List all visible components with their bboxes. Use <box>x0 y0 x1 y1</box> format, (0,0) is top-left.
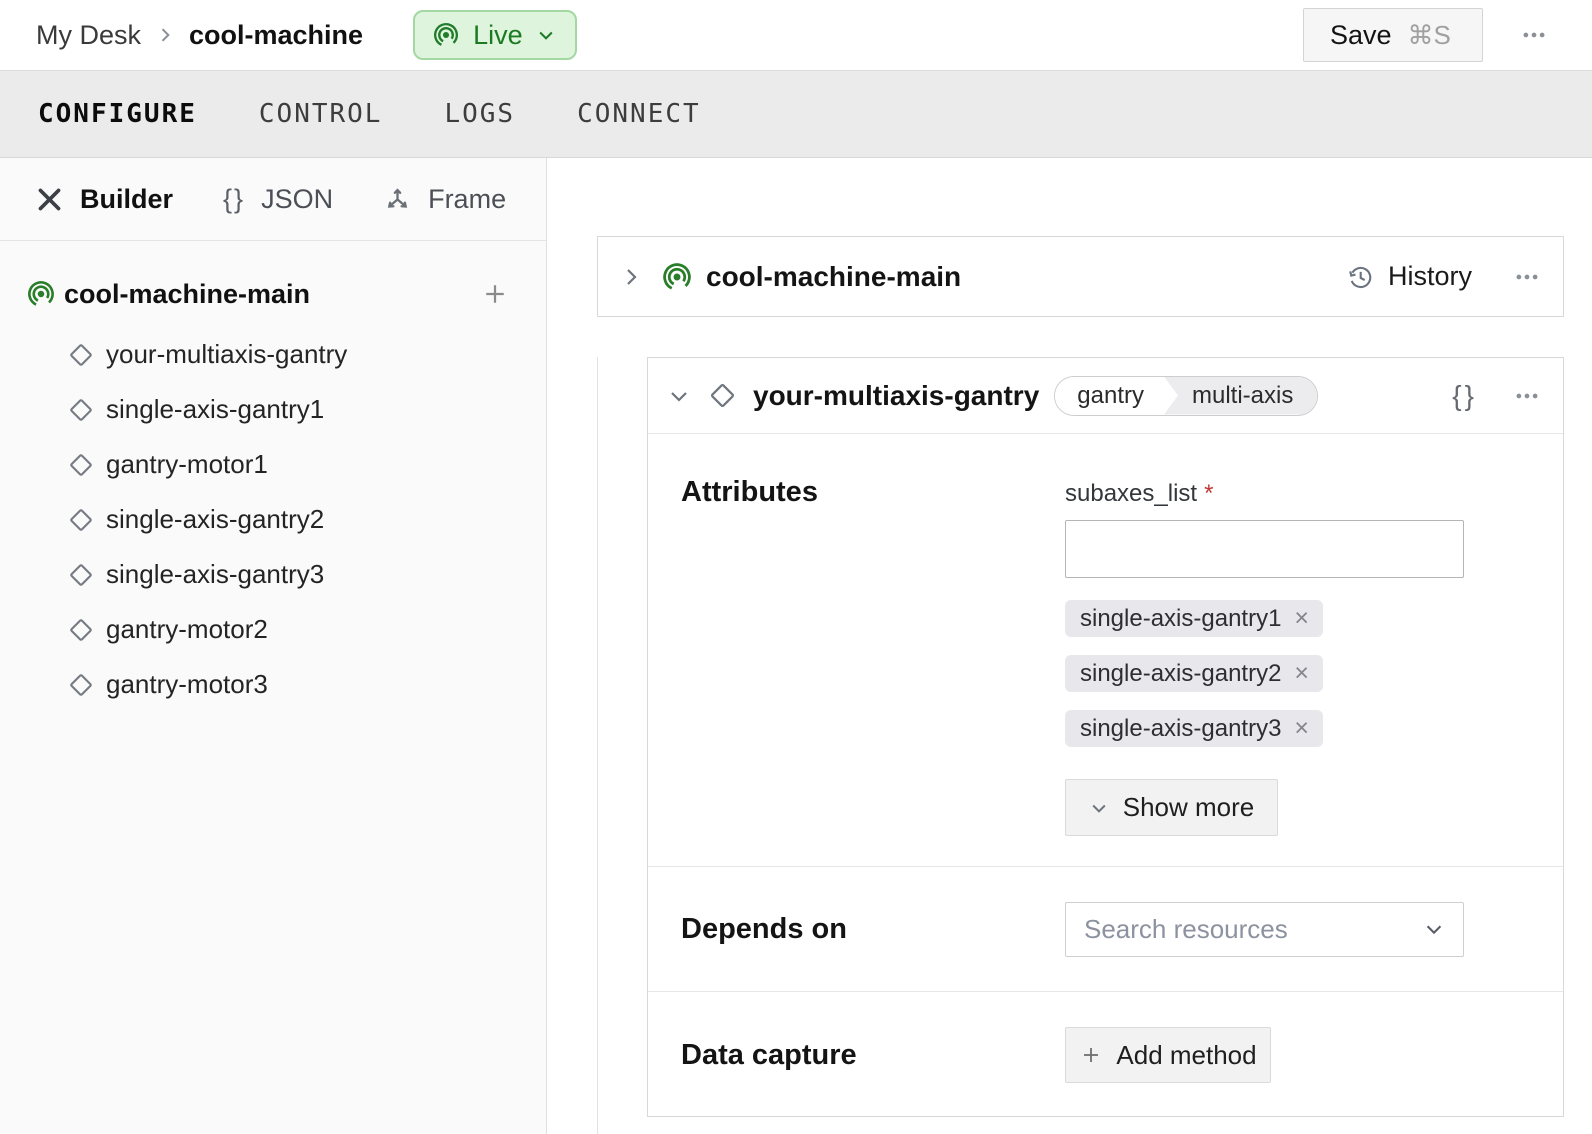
view-frame[interactable]: Frame <box>383 184 506 215</box>
chevron-right-icon[interactable] <box>619 265 643 289</box>
chip-single-axis-gantry1: single-axis-gantry1 × <box>1065 600 1324 637</box>
tree-items: your-multiaxis-gantry single-axis-gantry… <box>0 327 546 712</box>
braces-icon: {} <box>223 183 246 214</box>
part-group-rail <box>597 357 598 1134</box>
machine-part-icon <box>26 279 56 309</box>
breadcrumb: My Desk cool-machine <box>36 20 363 51</box>
component-card-header: your-multiaxis-gantry gantry multi-axis … <box>648 358 1563 434</box>
tools-icon <box>35 185 64 214</box>
tree-item-single-axis-gantry2[interactable]: single-axis-gantry2 <box>0 492 546 547</box>
tab-connect[interactable]: CONNECT <box>577 99 701 129</box>
component-diamond-icon <box>707 380 738 411</box>
data-capture-section: Data capture Add method <box>648 991 1563 1118</box>
component-diamond-icon <box>66 670 96 700</box>
plus-icon <box>1079 1043 1103 1067</box>
chip-single-axis-gantry3: single-axis-gantry3 × <box>1065 710 1324 747</box>
chip-single-axis-gantry2: single-axis-gantry2 × <box>1065 655 1324 692</box>
attributes-section: Attributes subaxes_list* single-axis-gan… <box>648 434 1563 866</box>
tree-item-gantry-motor1[interactable]: gantry-motor1 <box>0 437 546 492</box>
component-title: your-multiaxis-gantry <box>753 379 1040 411</box>
tree-root-row[interactable]: cool-machine-main <box>0 275 546 313</box>
machine-part-icon <box>661 261 693 293</box>
part-card: cool-machine-main History <box>597 236 1564 317</box>
view-builder[interactable]: Builder <box>35 184 173 215</box>
component-diamond-icon <box>66 505 96 535</box>
frame-axes-icon <box>383 185 412 214</box>
component-card: your-multiaxis-gantry gantry multi-axis … <box>647 357 1564 1117</box>
save-button-label: Save <box>1330 19 1392 50</box>
subaxes-chip-list: single-axis-gantry1 × single-axis-gantry… <box>1065 600 1464 747</box>
view-builder-label: Builder <box>80 183 174 214</box>
component-diamond-icon <box>66 340 96 370</box>
depends-on-select[interactable] <box>1065 901 1464 957</box>
remove-chip-icon[interactable]: × <box>1294 659 1310 687</box>
breadcrumb-machine-name: cool-machine <box>189 19 364 50</box>
depends-on-section-label: Depends on <box>681 912 847 945</box>
resource-tree: cool-machine-main your-multiaxis-gantry … <box>0 275 546 712</box>
show-more-button[interactable]: Show more <box>1065 779 1278 836</box>
view-json-label: JSON <box>261 183 334 214</box>
tree-item-single-axis-gantry3[interactable]: single-axis-gantry3 <box>0 547 546 602</box>
view-json[interactable]: {} JSON <box>223 184 333 215</box>
tree-item-single-axis-gantry1[interactable]: single-axis-gantry1 <box>0 382 546 437</box>
history-button[interactable]: History <box>1346 261 1472 292</box>
tab-configure[interactable]: CONFIGURE <box>38 99 197 129</box>
view-frame-label: Frame <box>428 183 507 214</box>
remove-chip-icon[interactable]: × <box>1294 714 1310 742</box>
live-status-dropdown[interactable]: Live <box>413 10 577 60</box>
data-capture-section-label: Data capture <box>681 1038 857 1071</box>
tag-gantry: gantry <box>1055 376 1164 415</box>
subaxes-field-label: subaxes_list* <box>1065 480 1214 507</box>
history-label: History <box>1387 261 1472 291</box>
chevron-down-icon[interactable] <box>667 384 691 408</box>
part-overflow-menu-icon[interactable] <box>1514 264 1540 290</box>
edit-json-icon[interactable]: {} <box>1452 379 1477 411</box>
remove-chip-icon[interactable]: × <box>1294 604 1310 632</box>
attributes-section-label: Attributes <box>681 476 818 508</box>
chevron-down-icon <box>1089 798 1109 818</box>
component-diamond-icon <box>66 395 96 425</box>
breadcrumb-chevron-icon <box>155 25 175 45</box>
tab-control[interactable]: CONTROL <box>258 99 383 129</box>
app-header: My Desk cool-machine Live Save ⌘ <box>0 0 1592 70</box>
broadcast-icon <box>432 21 460 49</box>
breadcrumb-parent-link[interactable]: My Desk <box>36 19 142 50</box>
header-actions: Save ⌘S <box>1303 8 1547 62</box>
add-method-button[interactable]: Add method <box>1065 1027 1271 1083</box>
component-overflow-menu-icon[interactable] <box>1514 383 1540 409</box>
view-switcher: Builder {} JSON Frame <box>0 158 546 241</box>
subaxes-list-input[interactable] <box>1065 520 1464 578</box>
save-button[interactable]: Save ⌘S <box>1303 8 1483 62</box>
save-shortcut-hint: ⌘S <box>1407 19 1451 50</box>
component-diamond-icon <box>66 450 96 480</box>
live-status-label: Live <box>473 19 523 50</box>
tab-bar: CONFIGURE CONTROL LOGS CONNECT <box>0 70 1592 158</box>
depends-on-section: Depends on <box>648 866 1563 991</box>
component-diamond-icon <box>66 615 96 645</box>
header-overflow-menu-icon[interactable] <box>1521 22 1547 48</box>
chevron-down-icon <box>1423 918 1445 940</box>
part-title: cool-machine-main <box>706 260 962 292</box>
tree-item-gantry-motor3[interactable]: gantry-motor3 <box>0 657 546 712</box>
tree-item-gantry-motor2[interactable]: gantry-motor2 <box>0 602 546 657</box>
tree-root-label: cool-machine-main <box>64 278 311 309</box>
chevron-down-icon <box>536 25 556 45</box>
tag-multi-axis: multi-axis <box>1163 376 1318 415</box>
component-type-tags: gantry multi-axis <box>1054 375 1319 416</box>
required-marker: * <box>1204 480 1214 507</box>
component-diamond-icon <box>66 560 96 590</box>
tree-item-your-multiaxis-gantry[interactable]: your-multiaxis-gantry <box>0 327 546 382</box>
history-clock-icon <box>1346 263 1374 291</box>
tab-logs[interactable]: LOGS <box>444 99 516 129</box>
add-resource-icon[interactable] <box>480 279 510 309</box>
search-resources-input[interactable] <box>1084 913 1423 945</box>
config-sidebar: Builder {} JSON Frame <box>0 158 547 1134</box>
